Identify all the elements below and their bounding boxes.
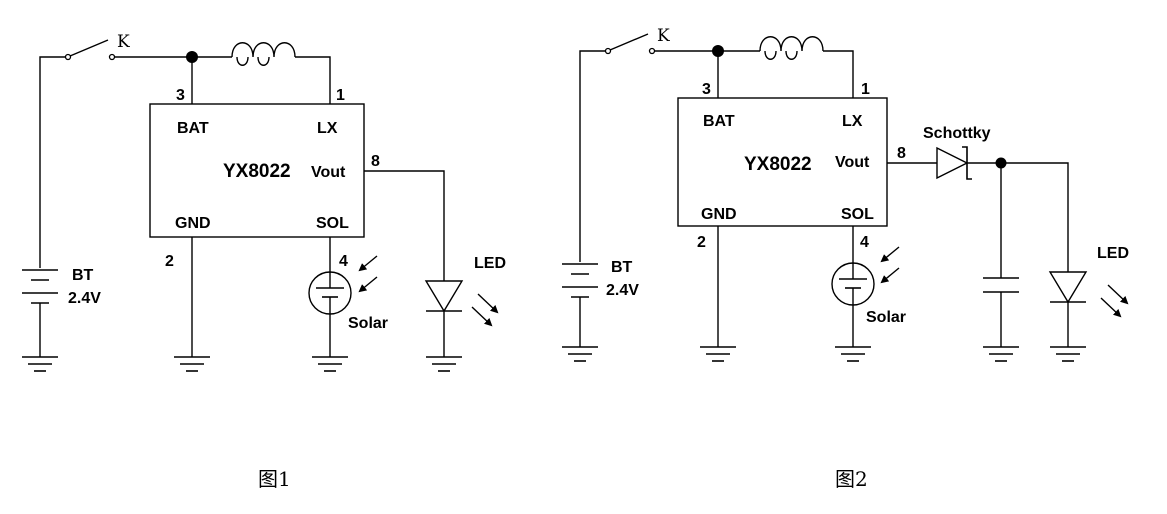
figure-caption-1: 图1	[258, 467, 291, 491]
inductor-1	[231, 42, 296, 66]
chip-name-1: YX8022	[223, 161, 291, 182]
solar-cell-1	[308, 255, 378, 315]
vout-wire-1	[364, 170, 445, 281]
ground-symbol-2e	[1050, 346, 1086, 362]
chip-name-2: YX8022	[744, 154, 812, 175]
ground-symbol-2a	[700, 346, 736, 362]
pin-vout-label-2: Vout	[835, 154, 870, 171]
schottky-label: Schottky	[923, 125, 991, 142]
led-label-2: LED	[1097, 245, 1129, 262]
figure-2: K 3 1 BAT LX YX8022 Vout GND SOL 8 2 4	[562, 26, 1129, 491]
solar-label-1: Solar	[348, 315, 388, 332]
ground-symbol-2d	[983, 346, 1019, 362]
lx-wire-1	[295, 56, 331, 104]
pin-lx-number-1: 1	[336, 87, 345, 104]
pin-sol-label-1: SOL	[316, 215, 349, 232]
battery-name-2: BT	[611, 259, 633, 276]
pin-vout-label-1: Vout	[311, 164, 346, 181]
battery-bt-1	[22, 269, 58, 304]
pin-gnd-label-1: GND	[175, 215, 211, 232]
inductor-2	[759, 36, 824, 60]
pin-gnd-number-2: 2	[697, 234, 706, 251]
led-label-1: LED	[474, 255, 506, 272]
pin-lx-label-2: LX	[842, 113, 863, 130]
pin-bat-label-2: BAT	[703, 113, 735, 130]
pin-gnd-number-1: 2	[165, 253, 174, 270]
lx-wire-2	[823, 50, 854, 98]
pin-bat-number-2: 3	[702, 81, 711, 98]
ground-symbol-2b	[562, 346, 598, 362]
output-wire-2	[967, 162, 1069, 272]
battery-bt-2	[562, 263, 598, 298]
switch-label-1: K	[117, 32, 130, 52]
solar-cell-2	[831, 246, 900, 306]
battery-wire-1	[39, 56, 66, 268]
pin-vout-number-1: 8	[371, 153, 380, 170]
pin-gnd-label-2: GND	[701, 206, 737, 223]
pin-vout-number-2: 8	[897, 145, 906, 162]
ground-symbol-1a	[174, 356, 210, 372]
ground-symbol-1c	[312, 356, 348, 372]
ground-symbol-1d	[426, 356, 462, 372]
ground-symbol-1b	[22, 356, 58, 372]
pin-lx-number-2: 1	[861, 81, 870, 98]
battery-voltage-2: 2.4V	[606, 282, 639, 299]
led-2	[1048, 271, 1129, 318]
battery-voltage-1: 2.4V	[68, 290, 101, 307]
switch-label-2: K	[657, 26, 670, 46]
pin-sol-number-2: 4	[860, 234, 869, 251]
battery-name-1: BT	[72, 267, 94, 284]
pin-sol-number-1: 4	[339, 253, 348, 270]
schottky-diode	[936, 146, 972, 180]
solar-label-2: Solar	[866, 309, 906, 326]
pin-bat-label-1: BAT	[177, 120, 209, 137]
capacitor	[983, 277, 1019, 293]
figure-caption-2: 图2	[835, 467, 868, 491]
figure-1: K 3 1 BAT LX YX8022 Vout GND SOL 8 2 4	[22, 32, 506, 491]
pin-bat-number-1: 3	[176, 87, 185, 104]
switch-k-2: K	[604, 26, 670, 55]
switch-k-1: K	[64, 32, 130, 61]
pin-sol-label-2: SOL	[841, 206, 874, 223]
battery-wire-2	[579, 50, 606, 262]
pin-lx-label-1: LX	[317, 120, 338, 137]
ground-symbol-2c	[835, 346, 871, 362]
chip-yx8022-2	[677, 97, 888, 227]
led-1	[424, 280, 499, 327]
